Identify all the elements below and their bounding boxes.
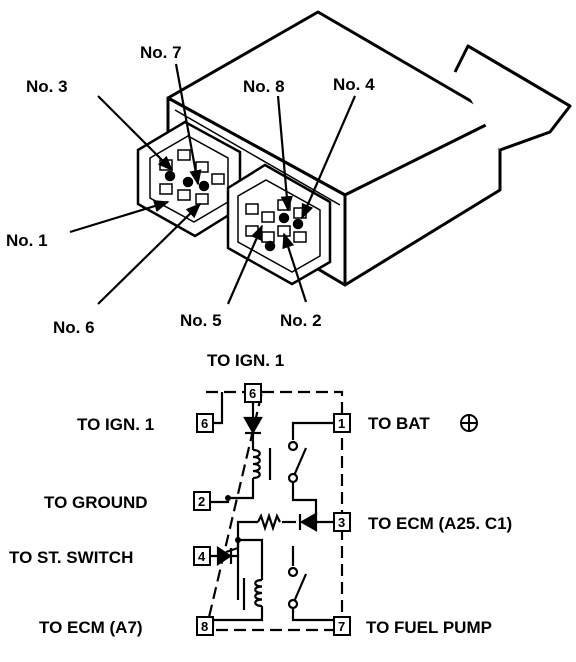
coil-upper — [252, 448, 261, 480]
label-no1: No. 1 — [6, 231, 48, 250]
diode-st-switch — [216, 545, 233, 567]
terminal-6-top: 6 — [249, 386, 256, 401]
label-to-ground: TO GROUND — [44, 493, 148, 512]
terminal-4: 4 — [198, 549, 206, 564]
label-to-ign1-left: TO IGN. 1 — [77, 415, 154, 434]
coil-lower — [254, 578, 263, 608]
label-to-st-switch: TO ST. SWITCH — [9, 548, 133, 567]
internal-wiring — [210, 392, 334, 628]
label-no7: No. 7 — [140, 43, 182, 62]
terminal-7: 7 — [338, 619, 345, 634]
label-to-ecm-a7: TO ECM (A7) — [39, 618, 143, 637]
label-no2: No. 2 — [280, 311, 322, 330]
junctions — [225, 495, 241, 543]
circled-plus-icon — [460, 414, 478, 432]
label-to-fuel-pump: TO FUEL PUMP — [366, 618, 492, 637]
label-no4: No. 4 — [333, 75, 375, 94]
terminal-1: 1 — [338, 416, 345, 431]
terminal-8: 8 — [201, 619, 208, 634]
diode-top — [243, 416, 263, 435]
diode-mid — [298, 512, 318, 532]
label-no8: No. 8 — [243, 77, 285, 96]
terminal-6: 6 — [201, 416, 208, 431]
relay-outline-dashed — [204, 390, 344, 632]
label-no6: No. 6 — [53, 318, 95, 337]
schematic-top-label: TO IGN. 1 — [207, 351, 284, 370]
resistor — [257, 512, 281, 532]
leader-lines — [69, 63, 357, 305]
label-no5: No. 5 — [180, 311, 222, 330]
label-no3: No. 3 — [26, 77, 68, 96]
terminals — [193, 383, 351, 636]
connector-right — [226, 163, 332, 286]
terminal-3: 3 — [338, 515, 345, 530]
label-to-bat: TO BAT — [368, 414, 430, 433]
terminal-2: 2 — [198, 494, 205, 509]
label-to-ecm-a25: TO ECM (A25. C1) — [368, 514, 512, 533]
